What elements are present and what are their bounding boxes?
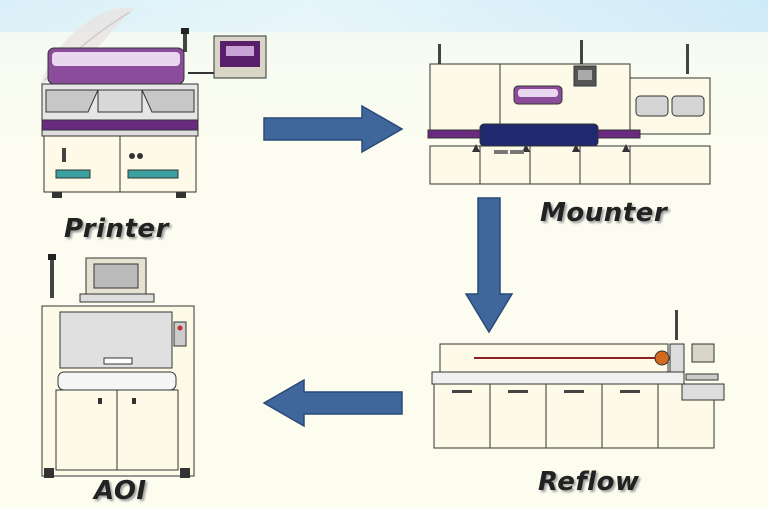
aoi-machine-illustration <box>41 254 195 478</box>
arrow-right-icon <box>263 104 404 154</box>
top-background-band <box>0 0 768 32</box>
aoi-label: AOI <box>94 476 147 506</box>
mounter-machine-illustration <box>427 40 711 185</box>
arrow-left-icon <box>262 378 403 428</box>
printer-machine-illustration <box>41 28 267 198</box>
printer-label: Printer <box>64 214 169 244</box>
reflow-label: Reflow <box>538 467 640 497</box>
mounter-label: Mounter <box>540 198 668 228</box>
arrow-down-icon <box>464 197 514 334</box>
reflow-oven-illustration <box>431 310 725 449</box>
